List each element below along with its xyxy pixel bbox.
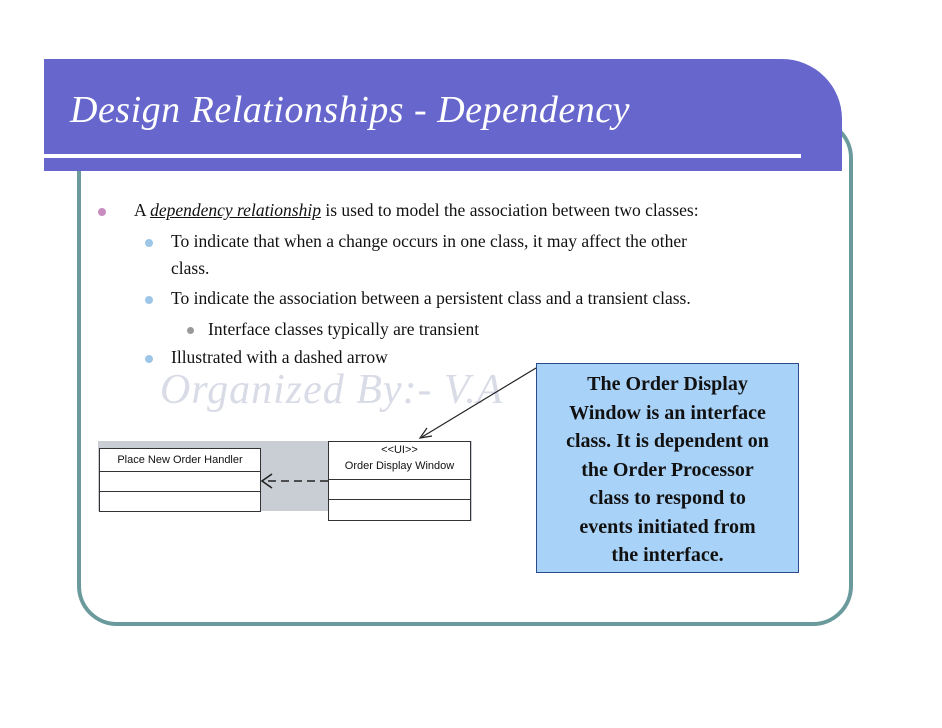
bullet-prefix: A <box>134 200 151 220</box>
bullet-interface-classes: Interface classes typically are transien… <box>208 319 480 339</box>
watermark: Organized By:- V.A <box>160 367 504 413</box>
title-underline <box>44 154 801 158</box>
bullet-dot <box>145 296 153 304</box>
callout-pointer-head <box>418 427 433 439</box>
bullet-dot <box>98 208 106 216</box>
title-bar <box>44 59 842 171</box>
slide-title: Design Relationships - Dependency <box>70 89 630 131</box>
callout-text: The Order Display Window is an interface… <box>566 373 769 566</box>
bullet-change-line1: To indicate that when a change occurs in… <box>171 231 687 251</box>
class-operations-compartment <box>329 499 470 520</box>
class-attributes-compartment <box>329 479 470 499</box>
bullet-persistent-transient: To indicate the association between a pe… <box>171 288 691 308</box>
diagram-background-gap <box>98 511 328 521</box>
dependency-term: dependency relationship <box>150 200 321 220</box>
bullet-dot <box>145 239 153 247</box>
class-operations-compartment <box>100 491 260 511</box>
bullet-change-line2: class. <box>171 258 210 278</box>
class-name: Place New Order Handler <box>117 454 243 466</box>
dependency-arrowhead <box>260 473 273 489</box>
class-order-display-window: <<UI>> Order Display Window <box>328 441 471 521</box>
bullet-dot <box>187 327 194 334</box>
bullet-dashed-arrow: Illustrated with a dashed arrow <box>171 347 388 367</box>
class-place-new-order-handler: Place New Order Handler <box>99 448 261 512</box>
class-stereotype: <<UI>> <box>381 444 418 456</box>
bullet-suffix: is used to model the association between… <box>320 200 699 220</box>
callout-pointer <box>421 367 537 438</box>
class-name: Order Display Window <box>344 460 455 472</box>
class-attributes-compartment <box>100 471 260 491</box>
bullet-dot <box>145 355 153 363</box>
explanation-callout: The Order Display Window is an interface… <box>536 363 799 573</box>
bullet-dependency-definition: A dependency relationship is used to mod… <box>134 200 699 221</box>
